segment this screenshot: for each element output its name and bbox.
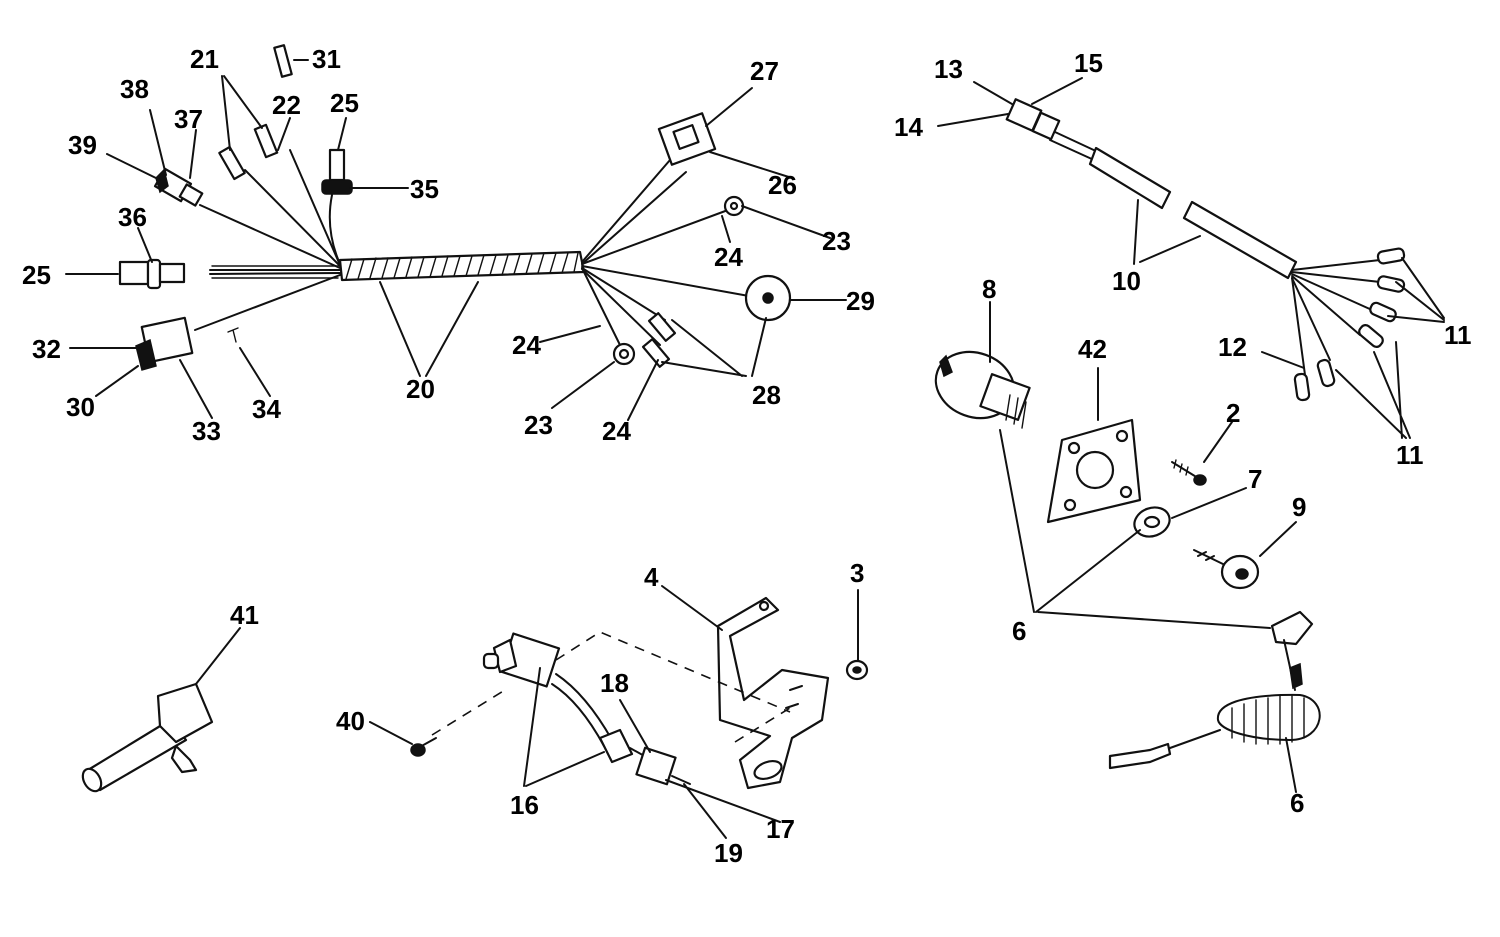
callout-6-upper: 6: [1012, 616, 1026, 646]
callout-9: 9: [1292, 492, 1306, 522]
ignition-switch-8: [934, 350, 1031, 429]
terminal-21a: [218, 145, 246, 181]
callout-25-left: 25: [22, 260, 51, 290]
key-9: [1193, 549, 1260, 590]
wires-11-12: [1291, 259, 1381, 376]
sleeve-10b: [1182, 200, 1298, 280]
wiring-harness: [118, 44, 792, 371]
callout-13: 13: [934, 54, 963, 84]
callout-27: 27: [750, 56, 779, 86]
callout-19: 19: [714, 838, 743, 868]
callout-35: 35: [410, 174, 439, 204]
ring-terminal-23b-hole: [618, 348, 630, 360]
nut-3: [845, 659, 869, 681]
ring-terminal-23a-hole: [729, 201, 739, 211]
terminals-11: [1293, 247, 1406, 402]
callout-24-left: 24: [512, 330, 541, 360]
callout-34: 34: [252, 394, 281, 424]
terminal-28a: [647, 312, 677, 342]
switch-41: [81, 682, 214, 793]
callout-17: 17: [766, 814, 795, 844]
connector-25-36: [118, 258, 186, 290]
callout-7: 7: [1248, 464, 1262, 494]
terminal-31: [273, 44, 293, 78]
connector-25-35: [321, 148, 353, 195]
nut-7: [1133, 506, 1171, 538]
callout-42: 42: [1078, 334, 1107, 364]
harness-trunk: [338, 250, 586, 282]
callout-3: 3: [850, 558, 864, 588]
callout-10: 10: [1112, 266, 1141, 296]
callout-38: 38: [120, 74, 149, 104]
connector-14: [1031, 111, 1061, 141]
wires-near-connector: [1049, 131, 1099, 161]
callout-41: 41: [230, 600, 259, 630]
bracket-4: [716, 596, 830, 790]
callout-14: 14: [894, 112, 923, 142]
screw-2: [1171, 459, 1207, 486]
lanyard-clip-6: [1270, 610, 1314, 691]
callout-32: 32: [32, 334, 61, 364]
callout-20: 20: [406, 374, 435, 404]
screw-40: [410, 737, 437, 757]
callout-8: 8: [982, 274, 996, 304]
callout-33: 33: [192, 416, 221, 446]
callout-23-upper: 23: [822, 226, 851, 256]
lanyard-coil-6: [1108, 693, 1321, 770]
callout-18: 18: [600, 668, 629, 698]
callout-24-lower: 24: [602, 416, 631, 446]
callout-4: 4: [644, 562, 659, 592]
callout-30: 30: [66, 392, 95, 422]
callout-39: 39: [68, 130, 97, 160]
callout-labels: 38 21 31 22 25 37 39 35 36 25 32 30 33 3…: [22, 44, 1472, 868]
terminal-21b: [253, 123, 279, 159]
callout-15: 15: [1074, 48, 1103, 78]
callout-6-lower: 6: [1290, 788, 1304, 818]
connector-26-27: [657, 112, 717, 166]
callout-24-upper: 24: [714, 242, 743, 272]
callout-12: 12: [1218, 332, 1247, 362]
callout-31: 31: [312, 44, 341, 74]
assembly-dashed-lines: [431, 631, 791, 743]
callout-37: 37: [174, 104, 203, 134]
pin-34: [227, 327, 239, 343]
callout-16: 16: [510, 790, 539, 820]
callout-11-lower: 11: [1396, 440, 1424, 470]
callout-36: 36: [118, 202, 147, 232]
callout-2: 2: [1226, 398, 1240, 428]
callout-25-top: 25: [330, 88, 359, 118]
mounting-plate-42: [1046, 418, 1142, 524]
callout-40: 40: [336, 706, 365, 736]
callout-29: 29: [846, 286, 875, 316]
sleeve-10a: [1088, 146, 1172, 210]
callout-23-lower: 23: [524, 410, 553, 440]
connector-37-39: [153, 167, 204, 207]
harness-right-wires: [581, 159, 761, 346]
harness-braid: [345, 252, 579, 280]
leader-lines: [65, 59, 1445, 839]
upper-right-harness: [1005, 98, 1406, 402]
terminal-disc-29-center: [762, 292, 774, 304]
callout-21: 21: [190, 44, 219, 74]
connector-30-33: [135, 316, 194, 371]
switch-16: [482, 632, 691, 786]
callout-11-upper: 11: [1444, 320, 1472, 350]
callout-28: 28: [752, 380, 781, 410]
callout-22: 22: [272, 90, 301, 120]
callout-26: 26: [768, 170, 797, 200]
left-sleeve: [211, 265, 339, 279]
harness-left-wires: [194, 149, 341, 331]
